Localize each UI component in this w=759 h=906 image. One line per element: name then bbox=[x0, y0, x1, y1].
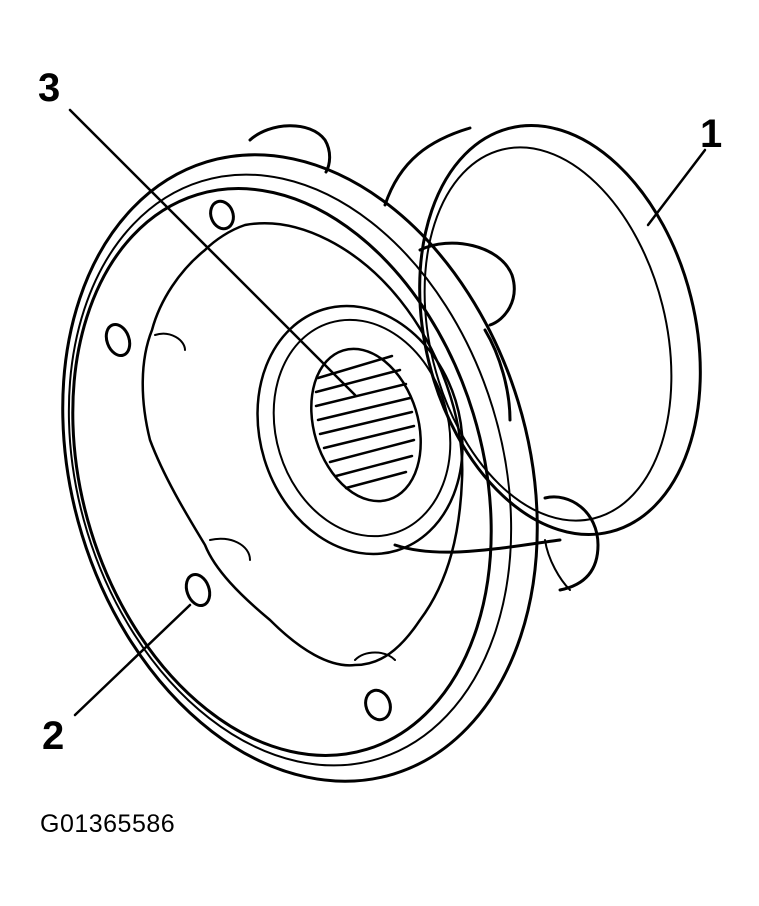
callout-label-1: 1 bbox=[700, 112, 723, 156]
rear-flange bbox=[383, 124, 702, 554]
front-flange-rim bbox=[61, 153, 539, 783]
bolt-holes bbox=[104, 199, 392, 722]
bolt-hole-lower-left bbox=[184, 573, 212, 607]
leader-lines bbox=[68, 108, 707, 717]
callout-label-3: 3 bbox=[38, 66, 61, 110]
leader-line-2 bbox=[73, 603, 192, 717]
callout-label-2: 2 bbox=[42, 714, 65, 758]
bolt-hole-top bbox=[209, 199, 235, 231]
bolt-hole-bottom bbox=[364, 688, 392, 722]
hub-lugs bbox=[248, 124, 600, 592]
bolt-hole-left bbox=[104, 323, 132, 357]
splined-hub bbox=[256, 304, 464, 556]
figure-id: G01365586 bbox=[40, 810, 176, 838]
leader-line-1 bbox=[646, 148, 707, 227]
leader-line-3 bbox=[68, 108, 357, 397]
